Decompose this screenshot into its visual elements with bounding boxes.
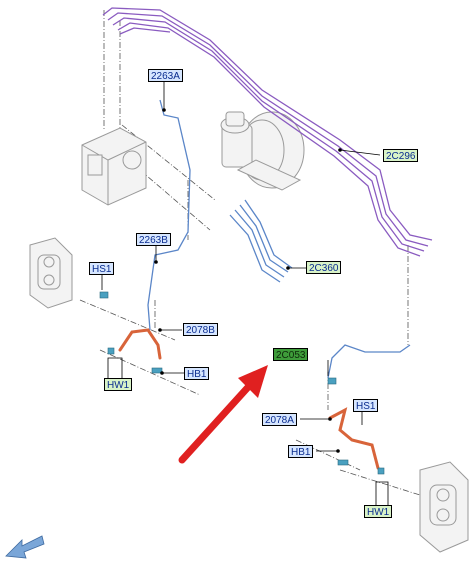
purple-brake-lines: [102, 7, 433, 257]
callout-hb1-left: HB1: [184, 367, 210, 380]
banjo-bolts: [99, 291, 385, 475]
left-brake-caliper: [29, 237, 73, 309]
callout-2078b: 2078B: [183, 323, 218, 336]
dash-dot-centerlines: [79, 10, 421, 496]
callout-hs1-right: HS1: [353, 399, 379, 412]
abs-module: [81, 127, 147, 206]
callout-hw1-right: HW1: [364, 505, 393, 518]
callout-2078a: 2078A: [262, 413, 297, 426]
back-arrow-icon[interactable]: [5, 535, 45, 559]
callout-hw1-left: HW1: [104, 378, 133, 391]
callout-hs1-left: HS1: [89, 262, 115, 275]
orange-brake-hoses: [118, 328, 380, 470]
right-brake-caliper: [419, 461, 469, 553]
red-pointer-arrow: [178, 365, 268, 464]
callout-2263a: 2263A: [148, 69, 183, 82]
brake-booster: [220, 111, 305, 191]
callout-leaders: [101, 82, 389, 505]
blue-brake-lines: [147, 99, 411, 379]
callout-hb1-right: HB1: [288, 445, 314, 458]
callout-2c360: 2C360: [306, 261, 342, 274]
leader-dots: [154, 108, 342, 453]
callout-2c053: 2C053: [273, 348, 309, 361]
callout-2263b: 2263B: [136, 233, 171, 246]
callout-2c296: 2C296: [383, 149, 419, 162]
